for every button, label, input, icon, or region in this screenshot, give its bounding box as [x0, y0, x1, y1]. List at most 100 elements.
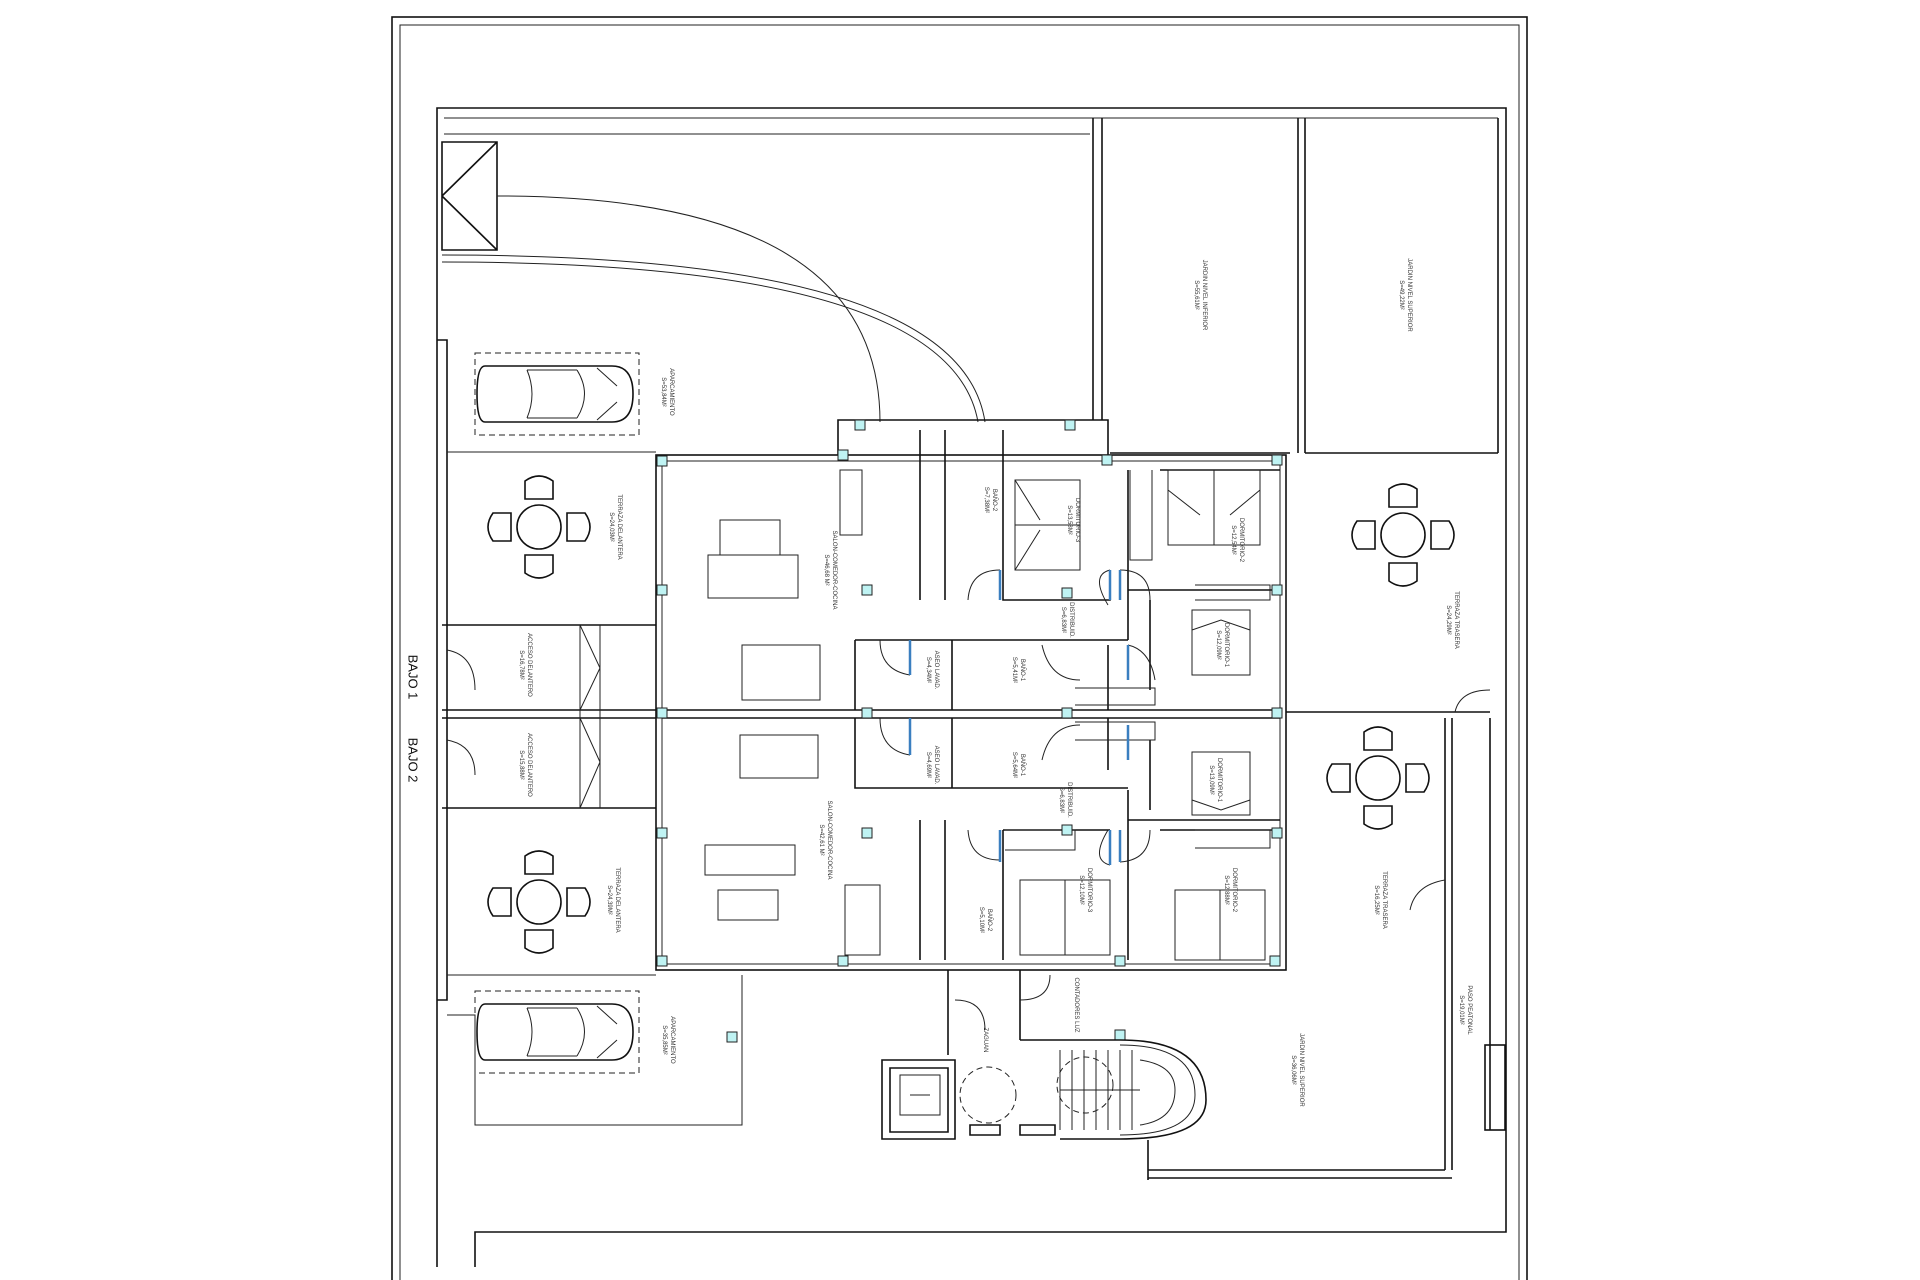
- column: [837, 449, 849, 461]
- room-area: S=35,85M²: [661, 1025, 667, 1055]
- gardens-upper: [1092, 118, 1499, 454]
- room-name: TERRAZA DELANTERA: [616, 494, 622, 560]
- column: [1114, 1029, 1126, 1041]
- room-name: DORMITORIO-2: [1231, 867, 1237, 913]
- patio-table-icon: [487, 850, 591, 954]
- room-name: TERRAZA DELANTERA: [614, 867, 620, 933]
- column: [1269, 955, 1281, 967]
- room-area: S=19,01M²: [1458, 995, 1464, 1025]
- column: [1271, 707, 1283, 719]
- column: [1061, 707, 1073, 719]
- room-name: TERRAZA TRASERA: [1453, 591, 1459, 649]
- room-label: ASEO LAVAD.S=4,34M²: [924, 651, 940, 690]
- room-area: S=5,41M²: [1011, 656, 1017, 684]
- room-area: S=5,10M²: [978, 906, 984, 934]
- room-name: DORMITORIO-3: [1074, 497, 1080, 543]
- column: [861, 707, 873, 719]
- room-area: S=24,39M²: [606, 885, 612, 915]
- room-area: S=16,25M²: [1373, 885, 1379, 915]
- room-name: BAÑO-2: [991, 488, 997, 512]
- room-name: DORMITORIO-3: [1086, 867, 1092, 913]
- front-access: [442, 624, 656, 809]
- column: [656, 584, 668, 596]
- column: [1061, 824, 1073, 836]
- room-name: SALON-COMEDOR-COCINA: [826, 800, 832, 880]
- room-area: S=4,69M²: [925, 751, 931, 779]
- room-area: S=13,09M²: [1208, 765, 1214, 795]
- room-name: JARDIN NIVEL SUPERIOR: [1406, 258, 1412, 332]
- column: [656, 827, 668, 839]
- room-area: S=13,58M²: [1066, 505, 1072, 535]
- room-label: DISTRIBUID.S=6,83M²: [1057, 782, 1073, 818]
- unit-label-bajo-1: BAJO 1: [405, 654, 421, 700]
- column: [1114, 955, 1126, 967]
- plot-outline: [436, 107, 1507, 1267]
- room-name: BAÑO-1: [1019, 753, 1025, 777]
- site-boundary-inner: [399, 24, 1520, 1280]
- room-area: S=55,61M²: [1193, 280, 1199, 310]
- room-area: S=5,64M²: [1011, 751, 1017, 779]
- room-area: S=46,68 M²: [823, 554, 829, 586]
- room-name: JARDIN NIVEL SUPERIOR: [1298, 1033, 1304, 1107]
- room-area: S=6,83M²: [1060, 606, 1066, 634]
- room-name: DORMITORIO-2: [1238, 517, 1244, 563]
- room-name: DISTRIBUID.: [1068, 602, 1074, 638]
- column: [1101, 454, 1113, 466]
- patio-table-icon: [1326, 726, 1430, 830]
- building: [655, 419, 1287, 971]
- column: [861, 584, 873, 596]
- room-area: S=24,29M²: [1445, 605, 1451, 635]
- room-name: DORMITORIO-1: [1223, 622, 1229, 668]
- room-area: S=4,34M²: [925, 656, 931, 684]
- room-area: S=12,09M²: [1215, 630, 1221, 660]
- stair-core: [881, 970, 1207, 1140]
- column: [1271, 827, 1283, 839]
- room-label: ASEO LAVAD.S=4,69M²: [924, 746, 940, 785]
- room-name: ZAGUAN: [982, 1027, 988, 1053]
- room-name: APARCAMIENTO: [669, 1016, 675, 1064]
- room-label: DISTRIBUID.S=6,83M²: [1059, 602, 1075, 638]
- column: [656, 955, 668, 967]
- room-area: S=12,88M²: [1223, 875, 1229, 905]
- room-name: CONTADORES LUZ: [1073, 977, 1079, 1033]
- column: [656, 707, 668, 719]
- room-area: S=15,88M²: [518, 750, 524, 780]
- column: [726, 1031, 738, 1043]
- room-area: S=42,61 M²: [818, 824, 824, 856]
- rear-terraces: [1147, 689, 1506, 1180]
- front-wall: [437, 339, 448, 1001]
- room-name: ACCESO DELANTERO: [526, 633, 532, 697]
- room-area: S=7,38M²: [983, 486, 989, 514]
- column: [656, 455, 668, 467]
- room-area: S=36,06M²: [1290, 1055, 1296, 1085]
- column: [861, 827, 873, 839]
- unit-label-bajo-2: BAJO 2: [405, 737, 421, 783]
- front-partitions: [447, 451, 743, 1126]
- column: [1271, 584, 1283, 596]
- room-label: ZAGUAN: [981, 1027, 989, 1052]
- room-area: S=53,84M²: [660, 377, 666, 407]
- room-name: DISTRIBUID.: [1066, 782, 1072, 818]
- vehicle-ramp: [441, 141, 986, 423]
- room-area: S=12,54M²: [1230, 525, 1236, 555]
